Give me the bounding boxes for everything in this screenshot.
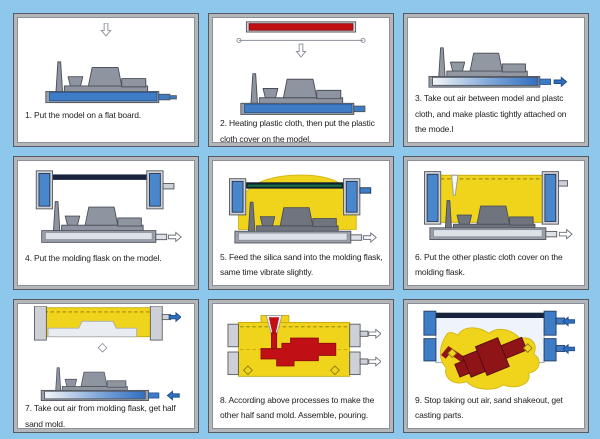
panel-step-8: 8. According above processes to make the… — [208, 299, 394, 433]
panel-step-2: 2. Heating plastic cloth, then put the p… — [208, 13, 394, 147]
right-arrow-icon — [363, 232, 377, 243]
step-2-caption: 2. Heating plastic cloth, then put the p… — [220, 118, 375, 144]
right-arrow-icon — [368, 356, 381, 367]
right-arrow-icon — [368, 328, 381, 339]
step-4-illustration — [17, 160, 195, 251]
step-1-illustration — [17, 17, 195, 108]
right-arrow-icon — [553, 76, 568, 87]
panel-step-9: 9. Stop taking out air, sand shakeout, g… — [403, 299, 589, 433]
step-7-illustration — [17, 303, 195, 402]
down-arrow-icon — [295, 43, 307, 58]
model-icon — [250, 73, 344, 106]
diamond-marker-icon — [97, 343, 108, 353]
step-9-illustration — [407, 303, 585, 393]
model-icon — [438, 46, 528, 79]
panel-step-1: 1. Put the model on a flat board. — [13, 13, 199, 147]
step-3-illustration — [407, 17, 585, 91]
step-9-caption: 9. Stop taking out air, sand shakeout, g… — [415, 394, 563, 421]
step-2-illustration — [212, 17, 390, 116]
casting-part-icon — [441, 337, 528, 379]
down-arrow-icon — [100, 23, 112, 37]
model-icon — [55, 367, 128, 393]
model-icon — [55, 61, 149, 95]
step-6-caption: 6. Put the other plastic cloth cover on … — [415, 251, 563, 278]
right-arrow-icon — [558, 229, 573, 240]
panel-step-3: 3. Take out air between model and plastc… — [403, 13, 589, 147]
flask-rail-icon — [52, 174, 147, 180]
panel-step-5: 5. Feed the silica sand into the molding… — [208, 156, 394, 290]
step-3-caption: 3. Take out air between model and plastc… — [415, 92, 567, 135]
step-5-illustration — [212, 160, 390, 250]
molten-casting-icon — [260, 337, 337, 367]
model-icon — [53, 201, 144, 233]
step-1-caption: 1. Put the model on a flat board. — [25, 110, 142, 120]
step-5-caption: 5. Feed the silica sand into the molding… — [220, 251, 383, 278]
step-6-illustration — [407, 160, 585, 250]
right-arrow-icon — [168, 231, 182, 242]
panel-step-6: 6. Put the other plastic cloth cover on … — [403, 156, 589, 290]
step-8-caption: 8. According above processes to make the… — [220, 394, 375, 421]
panel-step-7: 7. Take out air from molding flask, get … — [13, 299, 199, 433]
step-4-caption: 4. Put the molding flask on the model. — [25, 253, 162, 263]
step-7-caption: 7. Take out air from molding flask, get … — [25, 403, 176, 430]
step-8-illustration — [212, 303, 390, 393]
left-arrow-icon — [166, 390, 180, 401]
panel-step-4: 4. Put the molding flask on the model. — [13, 156, 199, 290]
